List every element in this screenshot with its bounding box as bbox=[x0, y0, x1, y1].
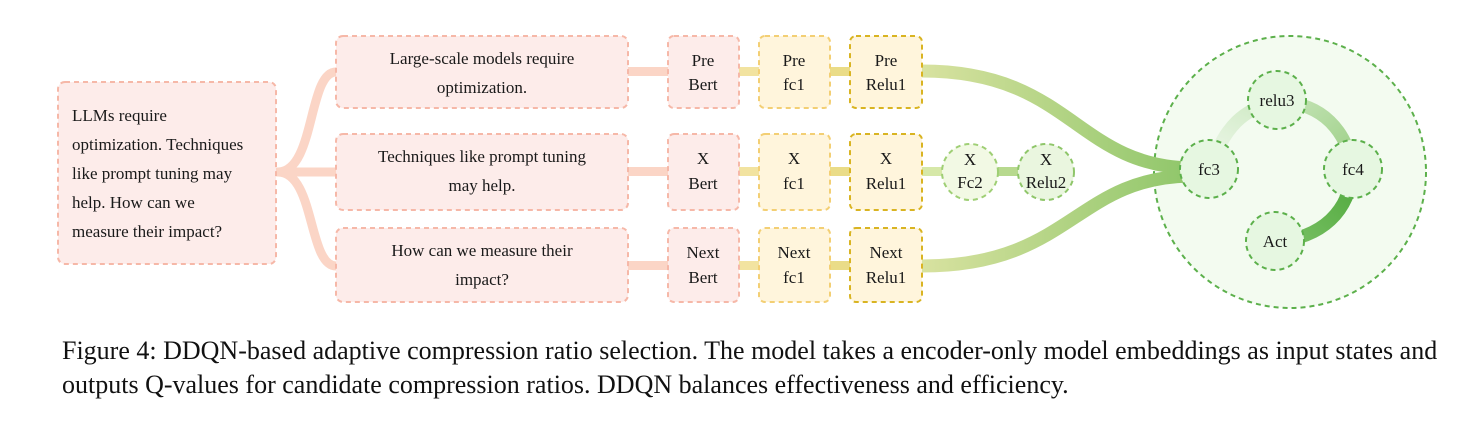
ddqn-diagram: LLMs require optimization. Techniques li… bbox=[57, 35, 1427, 309]
relu3-label: relu3 bbox=[1260, 91, 1295, 110]
relu2-node: X Relu2 bbox=[1017, 143, 1075, 201]
row-connectors bbox=[628, 67, 1018, 270]
sentence-box-2: Techniques like prompt tuning may help. bbox=[335, 133, 629, 211]
sentence-3-line-1: How can we measure their bbox=[391, 241, 573, 260]
fc1-x-label-1: X bbox=[788, 149, 800, 168]
bert-box-x: X Bert bbox=[667, 133, 740, 211]
fc2-node: X Fc2 bbox=[941, 143, 999, 201]
input-text-box: LLMs require optimization. Techniques li… bbox=[57, 81, 277, 265]
fc4-node: fc4 bbox=[1323, 139, 1383, 199]
fc1-x-label-2: fc1 bbox=[783, 174, 805, 193]
relu1-pre-label-2: Relu1 bbox=[866, 75, 907, 94]
fc3-node: fc3 bbox=[1179, 139, 1239, 199]
sentence-2-line-2: may help. bbox=[448, 176, 515, 195]
sentence-3-line-2: impact? bbox=[455, 270, 509, 289]
brace-connector bbox=[273, 67, 341, 271]
bert-box-next: Next Bert bbox=[667, 227, 740, 303]
relu1-x-label-1: X bbox=[880, 149, 892, 168]
relu1-next-label-2: Relu1 bbox=[866, 268, 907, 287]
fc2-label-2: Fc2 bbox=[957, 173, 983, 192]
sentence-box-3: How can we measure their impact? bbox=[335, 227, 629, 303]
fc1-box-pre: Pre fc1 bbox=[758, 35, 831, 109]
act-label: Act bbox=[1263, 232, 1288, 251]
bert-next-label-2: Bert bbox=[688, 268, 718, 287]
bert-box-pre: Pre Bert bbox=[667, 35, 740, 109]
fc1-box-next: Next fc1 bbox=[758, 227, 831, 303]
relu1-pre-label-1: Pre bbox=[875, 51, 898, 70]
relu3-node: relu3 bbox=[1247, 70, 1307, 130]
fc1-box-x: X fc1 bbox=[758, 133, 831, 211]
act-node: Act bbox=[1245, 211, 1305, 271]
fc2-label-1: X bbox=[964, 150, 976, 169]
sentence-1-line-1: Large-scale models require bbox=[390, 49, 575, 68]
input-line-3: like prompt tuning may bbox=[72, 164, 233, 183]
bert-pre-label-2: Bert bbox=[688, 75, 718, 94]
fc4-label: fc4 bbox=[1342, 160, 1364, 179]
relu1-x-label-2: Relu1 bbox=[866, 174, 907, 193]
input-line-4: help. How can we bbox=[72, 193, 195, 212]
fc3-label: fc3 bbox=[1198, 160, 1220, 179]
relu2-label-2: Relu2 bbox=[1026, 173, 1067, 192]
relu1-box-pre: Pre Relu1 bbox=[849, 35, 923, 109]
sentence-1-line-2: optimization. bbox=[437, 78, 527, 97]
fc1-next-label-1: Next bbox=[777, 243, 810, 262]
fc1-next-label-2: fc1 bbox=[783, 268, 805, 287]
bert-next-label-1: Next bbox=[686, 243, 719, 262]
relu1-next-label-1: Next bbox=[869, 243, 902, 262]
fc1-pre-label-1: Pre bbox=[783, 51, 806, 70]
sentence-box-1: Large-scale models require optimization. bbox=[335, 35, 629, 109]
input-line-1: LLMs require bbox=[72, 106, 167, 125]
input-line-5: measure their impact? bbox=[72, 222, 222, 241]
input-line-2: optimization. Techniques bbox=[72, 135, 243, 154]
sentence-2-line-1: Techniques like prompt tuning bbox=[378, 147, 586, 166]
relu2-label-1: X bbox=[1040, 150, 1052, 169]
fc1-pre-label-2: fc1 bbox=[783, 75, 805, 94]
relu1-box-x: X Relu1 bbox=[849, 133, 923, 211]
figure-caption: Figure 4: DDQN-based adaptive compressio… bbox=[62, 336, 1438, 399]
bert-pre-label-1: Pre bbox=[692, 51, 715, 70]
bert-x-label-1: X bbox=[697, 149, 709, 168]
bert-x-label-2: Bert bbox=[688, 174, 718, 193]
relu1-box-next: Next Relu1 bbox=[849, 227, 923, 303]
flow-bands bbox=[921, 64, 1191, 273]
